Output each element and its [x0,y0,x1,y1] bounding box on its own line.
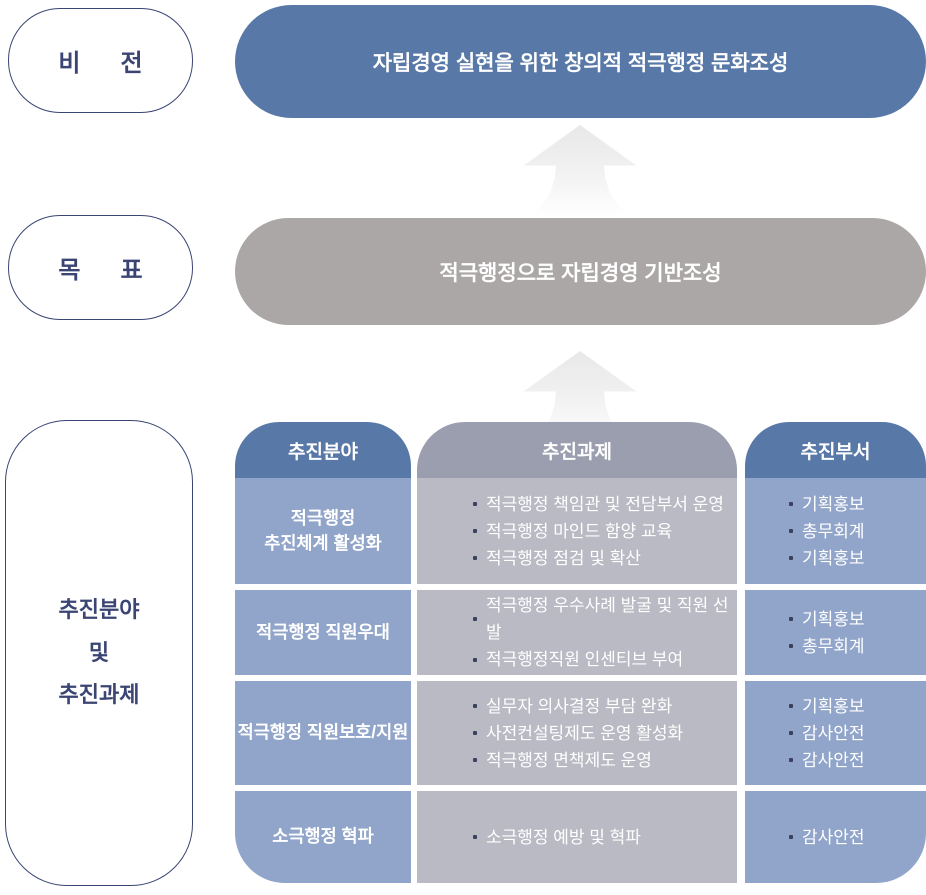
tasks-cell: 실무자 의사결정 부담 완화 사전컨설팅제도 운영 활성화 적극행정 면책제도 … [417,681,737,785]
dept-line: 총무회계 [789,518,926,545]
area-cell: 적극행정 직원보호/지원 [235,681,411,785]
area-text: 소극행정 혁파 [272,826,374,847]
task-text: 실무자 의사결정 부담 완화 [486,696,673,716]
bullet-icon [473,731,477,735]
bullet-icon [789,617,793,621]
bullet-icon [473,556,477,560]
dept-text: 기획홍보 [802,609,865,629]
column-tasks: 추진과제 적극행정 책임관 및 전담부서 운영 적극행정 마인드 함양 교육 적… [417,422,737,883]
task-text: 적극행정 마인드 함양 교육 [486,521,673,541]
task-text: 적극행정 점검 및 확산 [486,548,641,568]
dept-line: 기획홍보 [789,491,926,518]
bullet-icon [473,502,477,506]
task-line: 적극행정 면책제도 운영 [473,747,737,774]
tasks-cell: 적극행정 우수사례 발굴 및 직원 선발 적극행정직원 인센티브 부여 [417,590,737,675]
area-task-label-oval: 추진분야 및 추진과제 [5,420,193,886]
dept-text: 감사안전 [802,723,865,743]
task-line: 적극행정 마인드 함양 교육 [473,518,737,545]
bullet-icon [789,502,793,506]
task-line: 소극행정 예방 및 혁파 [473,824,737,851]
dept-line: 감사안전 [789,824,926,851]
bullet-icon [473,758,477,762]
task-text: 적극행정직원 인센티브 부여 [486,650,684,669]
column-area: 추진분야 적극행정 추진체계 활성화 적극행정 직원우대 적극행정 직원보호/지… [235,422,411,883]
bullet-icon [789,529,793,533]
bullet-icon [473,657,477,662]
dept-text: 총무회계 [802,521,865,541]
bullet-icon [789,704,793,708]
area-text: 적극행정 추진체계 활성화 [264,507,382,553]
task-text: 적극행정 책임관 및 전담부서 운영 [486,494,724,514]
up-arrow-icon [523,125,637,217]
bullet-icon [789,758,793,762]
area-cell: 적극행정 직원우대 [235,590,411,675]
area-task-label: 추진분야 및 추진과제 [58,596,140,708]
dept-text: 기획홍보 [802,548,865,568]
vision-label: 비 전 [58,50,143,77]
vision-label-oval: 비 전 [8,8,193,113]
area-cell: 소극행정 혁파 [235,791,411,883]
dept-line: 기획홍보 [789,545,926,572]
strategy-table: 추진분야 적극행정 추진체계 활성화 적극행정 직원우대 적극행정 직원보호/지… [235,422,926,883]
task-line: 적극행정 점검 및 확산 [473,545,737,572]
depts-cell: 기획홍보 총무회계 기획홍보 [745,478,926,584]
task-text: 적극행정 면책제도 운영 [486,750,652,770]
goal-label-oval: 목 표 [8,215,193,320]
dept-line: 감사안전 [789,747,926,774]
dept-line: 기획홍보 [789,693,926,720]
area-text: 적극행정 직원보호/지원 [237,722,409,743]
dept-text: 기획홍보 [802,696,865,716]
depts-cell: 감사안전 [745,791,926,883]
task-line: 사전컨설팅제도 운영 활성화 [473,720,737,747]
dept-text: 기획홍보 [802,494,865,514]
header-area-label: 추진분야 [288,441,358,463]
bullet-icon [473,704,477,708]
dept-text: 감사안전 [802,827,865,847]
area-text: 적극행정 직원우대 [256,621,390,642]
task-line: 실무자 의사결정 부담 완화 [473,693,737,720]
task-text: 사전컨설팅제도 운영 활성화 [486,723,684,743]
vision-banner: 자립경영 실현을 위한 창의적 적극행정 문화조성 [235,5,926,118]
goal-banner: 적극행정으로 자립경영 기반조성 [235,218,926,325]
area-cell: 적극행정 추진체계 활성화 [235,478,411,584]
header-tasks: 추진과제 [417,422,737,478]
header-depts-label: 추진부서 [800,441,871,463]
dept-line: 감사안전 [789,720,926,747]
task-text: 적극행정 우수사례 발굴 및 직원 선발 [486,596,729,642]
tasks-cell: 소극행정 예방 및 혁파 [417,791,737,883]
dept-line: 기획홍보 [789,606,926,633]
bullet-icon [789,556,793,560]
column-depts: 추진부서 기획홍보 총무회계 기획홍보 기획홍보 총무회계 기획홍보 감사안전 … [745,422,926,883]
header-area: 추진분야 [235,422,411,478]
bullet-icon [789,731,793,735]
task-line: 적극행정직원 인센티브 부여 [473,646,737,673]
bullet-icon [473,529,477,533]
header-depts: 추진부서 [745,422,926,478]
dept-text: 감사안전 [802,750,865,770]
depts-cell: 기획홍보 총무회계 [745,590,926,675]
tasks-cell: 적극행정 책임관 및 전담부서 운영 적극행정 마인드 함양 교육 적극행정 점… [417,478,737,584]
task-text: 소극행정 예방 및 혁파 [486,827,641,847]
header-tasks-label: 추진과제 [542,441,612,463]
task-line: 적극행정 책임관 및 전담부서 운영 [473,491,737,518]
bullet-icon [789,835,793,839]
dept-text: 총무회계 [802,636,865,656]
depts-cell: 기획홍보 감사안전 감사안전 [745,681,926,785]
goal-banner-text: 적극행정으로 자립경영 기반조성 [439,261,722,285]
dept-line: 총무회계 [789,633,926,660]
bullet-icon [789,644,793,648]
bullet-icon [473,617,477,621]
task-line: 적극행정 우수사례 발굴 및 직원 선발 [473,592,737,646]
vision-banner-text: 자립경영 실현을 위한 창의적 적극행정 문화조성 [372,51,789,75]
bullet-icon [473,835,477,839]
goal-label: 목 표 [58,257,143,284]
